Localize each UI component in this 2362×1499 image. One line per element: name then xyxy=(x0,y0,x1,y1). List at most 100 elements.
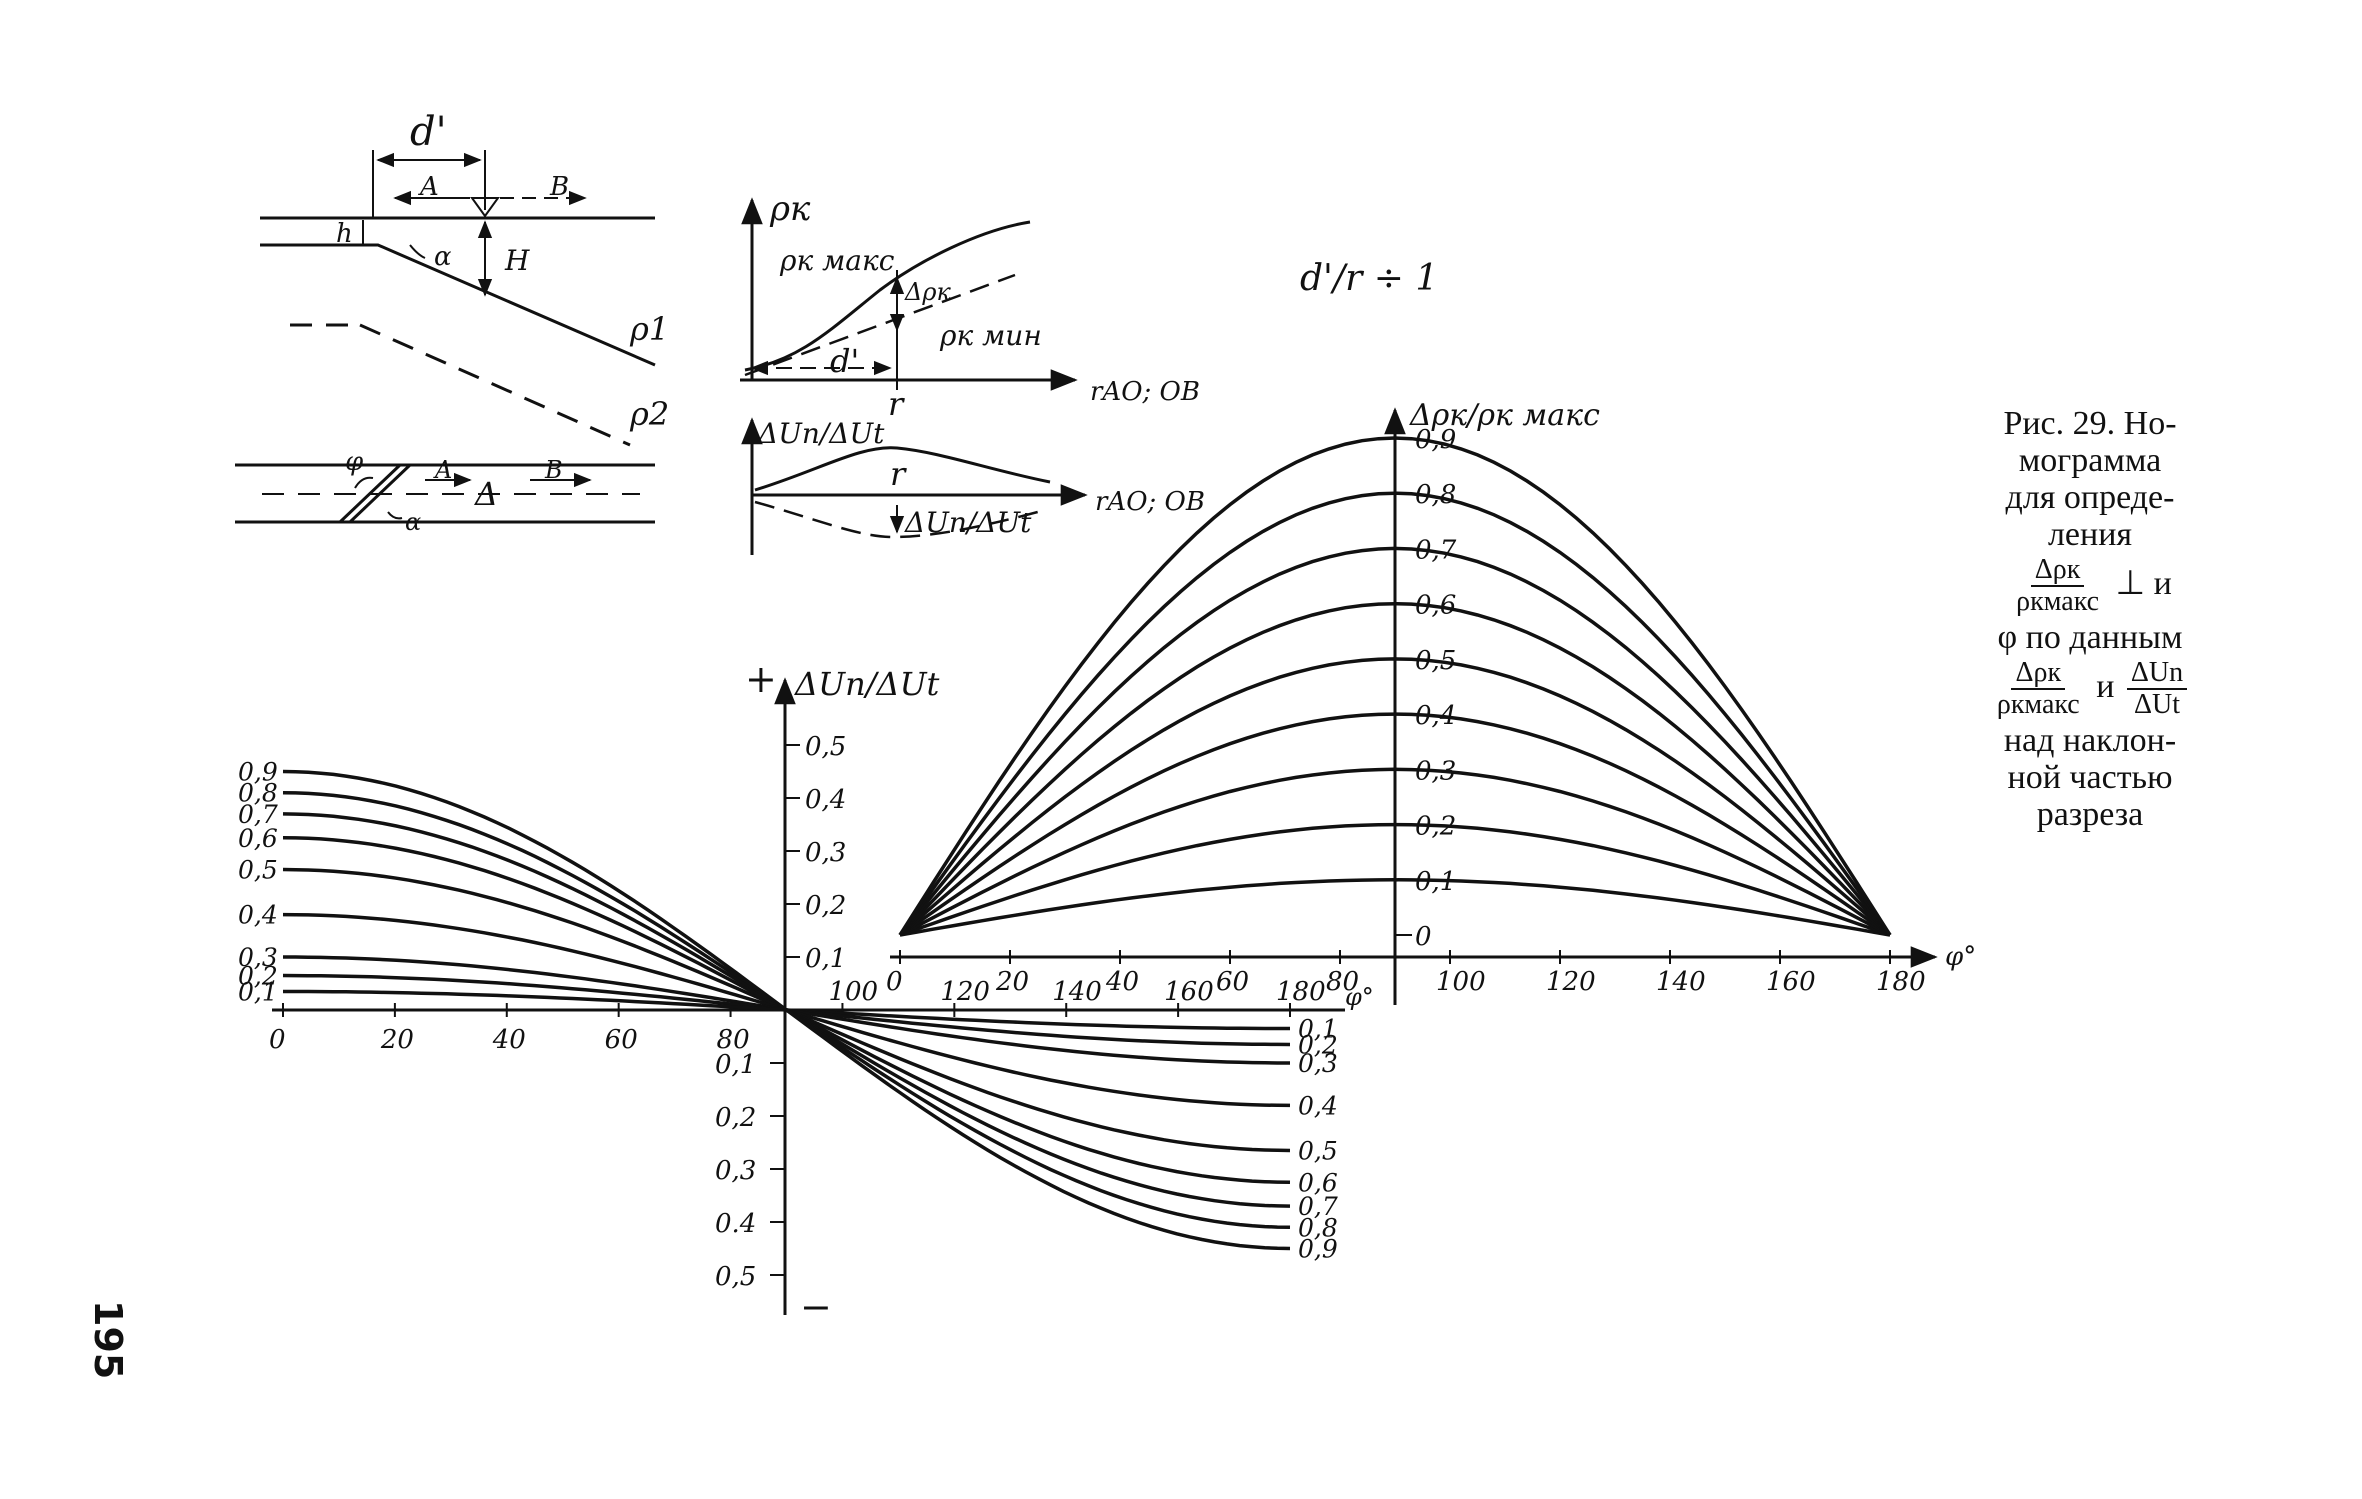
svg-text:A: A xyxy=(433,456,452,484)
u-ratio-curve-left xyxy=(282,812,788,1012)
y-tick-label: 0,3 xyxy=(805,838,846,868)
curve-label-right: 0,6 xyxy=(1298,1168,1338,1197)
svg-text:φ: φ xyxy=(345,447,364,477)
page-number: 195 xyxy=(86,1300,130,1380)
x-tick-label: 100 xyxy=(828,977,878,1007)
curve-label-right: 0,2 xyxy=(1298,1030,1338,1059)
svg-text:d': d' xyxy=(410,109,447,155)
u-ratio-curve-left xyxy=(282,836,788,1012)
y-tick-label: 0.4 xyxy=(715,1209,756,1239)
x-tick-label: 20 xyxy=(995,967,1029,997)
rho-profile-inset xyxy=(740,197,1078,391)
fraction: Δρк ρкмакс xyxy=(1996,657,2080,720)
y-tick-label: 0 xyxy=(1415,922,1432,952)
u-ratio-curve-right xyxy=(785,1008,1291,1208)
curve-label-left: 0,3 xyxy=(238,943,278,972)
rho-ratio-curve xyxy=(898,436,1892,936)
ratio-label: d'/r ÷ 1 xyxy=(1300,258,1438,299)
u-profile-inset xyxy=(741,417,1088,555)
x-tick-label: 140 xyxy=(1052,977,1102,1007)
rho-ratio-curve xyxy=(898,712,1892,937)
u-ratio-curve-left xyxy=(282,790,788,1012)
rho-ratio-curve xyxy=(898,657,1892,937)
y-tick-label: 0,2 xyxy=(715,1103,756,1133)
curve-label-left: 0,9 xyxy=(238,758,278,787)
x-tick-label: 160 xyxy=(1164,977,1214,1007)
u-ratio-xlabel: φ° xyxy=(1345,983,1374,1011)
curve-label-left: 0,6 xyxy=(238,824,278,853)
x-tick-label: 80 xyxy=(1326,967,1359,997)
rho-ratio-curve xyxy=(899,878,1891,937)
x-tick-label: 0 xyxy=(269,1025,286,1055)
rho-ratio-curve xyxy=(898,601,1892,937)
fraction: Δρк ρкмакс xyxy=(2016,554,2100,617)
svg-text:h: h xyxy=(336,219,353,249)
svg-text:ρк: ρк xyxy=(769,189,811,229)
u-ratio-curve-right xyxy=(786,1008,1290,1031)
caption-line: ления xyxy=(2047,516,2133,553)
u-ratio-curve-right xyxy=(786,1008,1291,1108)
u-ratio-curve-left xyxy=(283,955,787,1012)
u-ratio-curve-right xyxy=(785,1008,1291,1153)
curve-label-right: 0,9 xyxy=(1298,1235,1338,1264)
svg-text:r: r xyxy=(890,455,907,493)
curve-label-left: 0,4 xyxy=(238,901,278,930)
svg-text:ΔUn/ΔUt: ΔUn/ΔUt xyxy=(757,417,885,450)
x-tick-label: 40 xyxy=(1105,967,1139,997)
curve-label-right: 0,7 xyxy=(1298,1192,1338,1221)
svg-text:ρ2: ρ2 xyxy=(629,395,669,433)
caption-line: мограмма xyxy=(2018,442,2162,479)
y-tick-label: 0,5 xyxy=(715,1262,756,1292)
svg-text:Δ: Δ xyxy=(473,475,498,513)
svg-text:d': d' xyxy=(830,342,859,380)
y-tick-label: 0,5 xyxy=(805,732,846,762)
u-ratio-curve-right xyxy=(786,1008,1291,1047)
curve-label-right: 0,1 xyxy=(1298,1015,1338,1044)
curve-label-left: 0,7 xyxy=(238,800,278,829)
u-ratio-curve-right xyxy=(785,1008,1291,1185)
fraction: ΔUn ΔUt xyxy=(2126,658,2188,720)
u-ratio-curve-right xyxy=(785,1008,1291,1230)
caption-line: ной частью xyxy=(2007,759,2173,796)
caption-line: Рис. 29. Но- xyxy=(2003,405,2177,442)
x-tick-label: 120 xyxy=(940,977,990,1007)
u-profile-labels: ΔUn/ΔUt r ΔUn/ΔUt rAO; OB xyxy=(757,417,1205,539)
x-tick-label: 0 xyxy=(886,967,903,997)
curve-label-left: 0,8 xyxy=(238,779,278,808)
x-tick-label: 20 xyxy=(380,1025,414,1055)
svg-text:α: α xyxy=(405,508,421,536)
caption-line: над наклон- xyxy=(2003,722,2177,759)
u-ratio-ylabel: ΔUn/ΔUt xyxy=(793,665,940,703)
svg-text:ρк мин: ρк мин xyxy=(939,319,1042,352)
x-tick-label: 100 xyxy=(1436,967,1486,997)
rho-ratio-curve xyxy=(899,767,1891,937)
svg-text:rAO; OB: rAO; OB xyxy=(1095,487,1205,517)
caption-line: разреза xyxy=(2036,796,2144,833)
x-tick-label: 40 xyxy=(492,1025,526,1055)
y-tick-label: 0,3 xyxy=(715,1156,756,1186)
curve-label-right: 0,8 xyxy=(1298,1213,1338,1242)
svg-text:B: B xyxy=(549,172,569,202)
u-ratio-curve-left xyxy=(283,989,787,1012)
svg-text:B: B xyxy=(544,456,563,484)
x-tick-label: 60 xyxy=(1216,967,1249,997)
svg-text:r: r xyxy=(888,385,905,423)
rho-ratio-curve xyxy=(899,822,1891,937)
u-ratio-curve-left xyxy=(282,769,788,1012)
x-tick-label: 180 xyxy=(1876,967,1926,997)
rho-ratio-xlabel: φ° xyxy=(1945,942,1976,972)
section-diagram xyxy=(235,150,656,524)
u-ratio-curve-right xyxy=(785,1008,1291,1251)
x-tick-label: 60 xyxy=(605,1025,638,1055)
u-ratio-curve-left xyxy=(282,973,787,1012)
caption-formula-2: Δρк ρкмакс и ΔUn ΔUt xyxy=(1930,656,2250,722)
u-ratio-curve-left xyxy=(282,912,787,1012)
curve-label-left: 0,1 xyxy=(238,977,278,1006)
caption-formula-1: Δρк ρкмакс ⊥ и xyxy=(1930,553,2250,619)
curve-label-left: 0,5 xyxy=(238,856,278,885)
svg-text:ΔUn/ΔUt: ΔUn/ΔUt xyxy=(904,506,1032,539)
u-ratio-minus: − xyxy=(800,1285,832,1329)
curve-label-left: 0,2 xyxy=(238,962,278,991)
x-tick-label: 140 xyxy=(1656,967,1706,997)
caption-line: φ по данным xyxy=(1997,619,2183,656)
